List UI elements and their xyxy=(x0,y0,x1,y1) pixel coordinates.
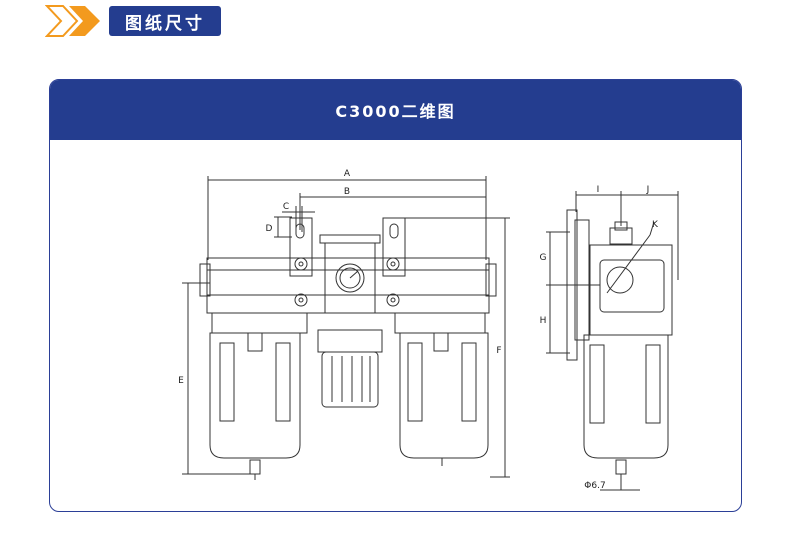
double-chevron-icon xyxy=(45,5,100,37)
dim-label-f: F xyxy=(496,346,501,356)
dim-label-h: H xyxy=(540,316,547,326)
dim-label-phi: Φ6.7 xyxy=(584,481,605,491)
dim-label-j: J xyxy=(646,185,650,195)
dim-label-d: D xyxy=(266,224,273,234)
card-title: C3000二维图 xyxy=(50,80,741,140)
section-header: 图纸尺寸 xyxy=(45,4,221,38)
technical-drawing: A B C D E F I J K G H Φ6.7 xyxy=(178,169,679,491)
dim-label-i: I xyxy=(597,185,600,195)
dim-label-a: A xyxy=(344,169,351,179)
dim-label-k: K xyxy=(652,220,659,230)
drawing-card: C3000二维图 xyxy=(49,79,742,512)
section-title: 图纸尺寸 xyxy=(109,6,221,36)
dim-label-b: B xyxy=(344,187,350,197)
dim-label-c: C xyxy=(283,202,289,212)
dim-label-g: G xyxy=(540,253,547,263)
dim-label-e: E xyxy=(178,376,184,386)
